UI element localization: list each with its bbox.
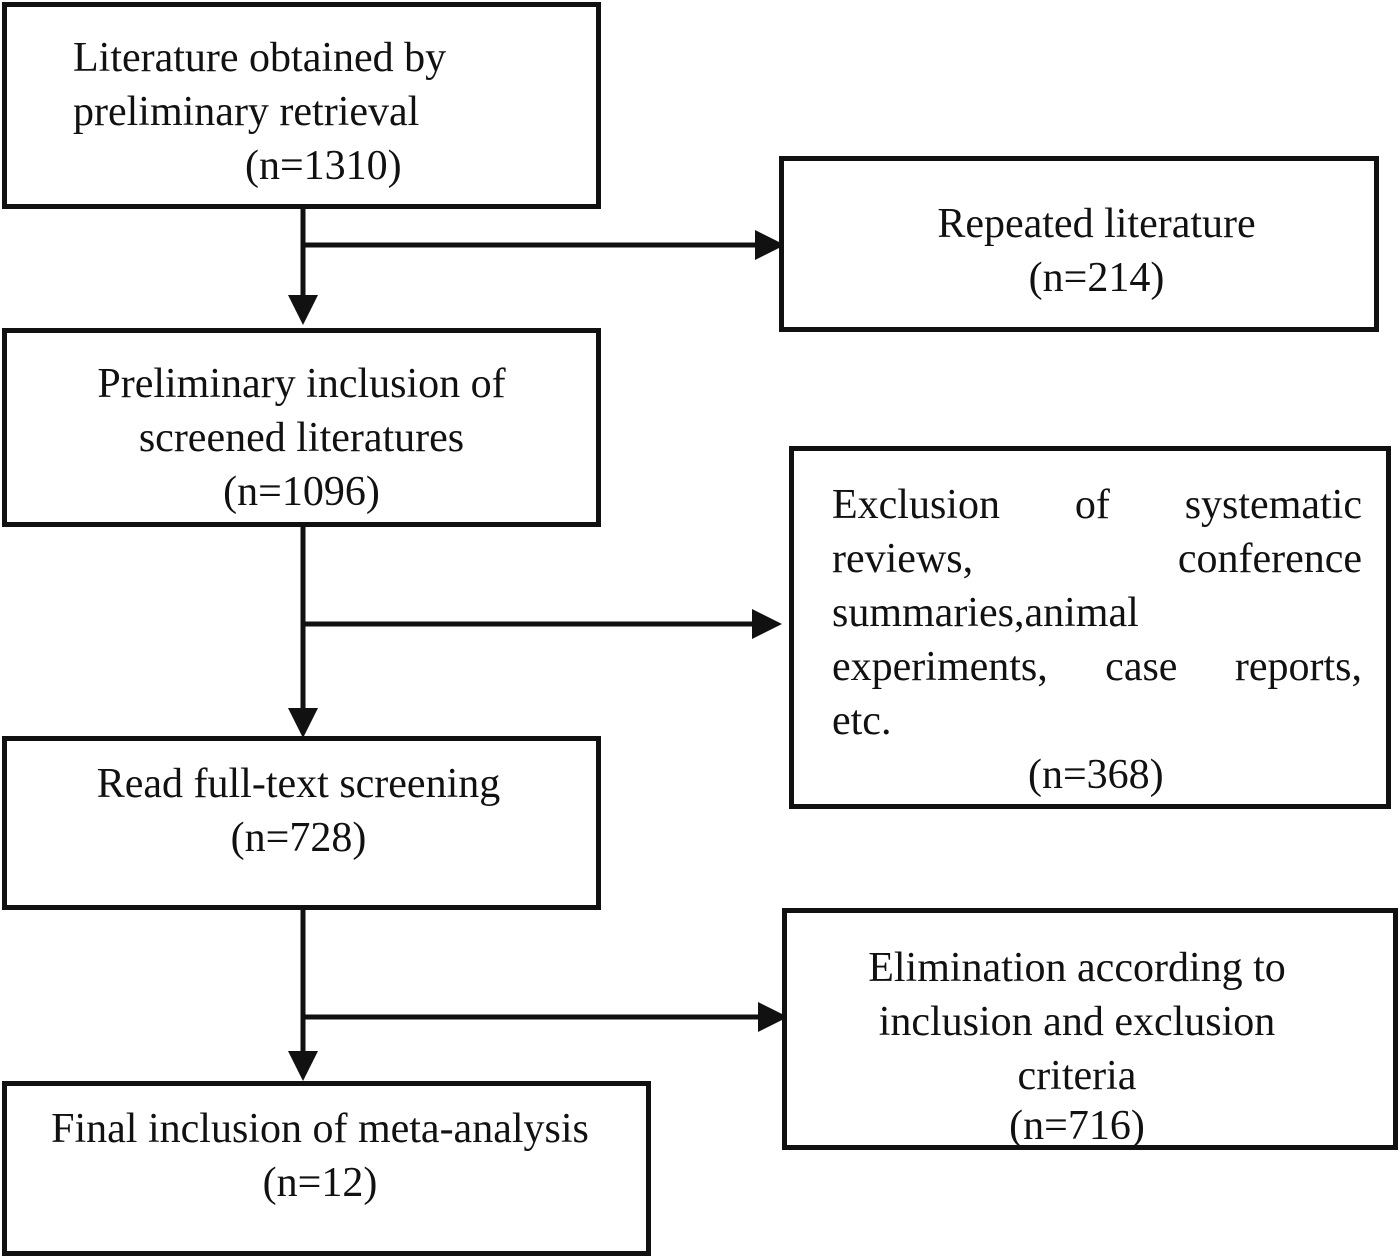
preliminary-inclusion-label-line-2: screened literatures	[138, 415, 465, 461]
criteria-count: (n=716)	[1009, 1103, 1145, 1149]
systematic-reviews-box: Exclusion of systematic reviews, confere…	[789, 446, 1391, 809]
retrieval-count: (n=1310)	[245, 143, 402, 189]
retrieval-label-line-1: Literature obtained by	[73, 35, 447, 81]
retrieval-box: Literature obtained by preliminary retri…	[2, 2, 601, 209]
systematic-reviews-label-line-4: experiments, case reports,	[832, 644, 1362, 690]
systematic-reviews-label-line-1: Exclusion of systematic	[832, 482, 1362, 528]
repeated-box: Repeated literature (n=214)	[779, 156, 1379, 332]
preliminary-inclusion-label-line-1: Preliminary inclusion of	[97, 361, 506, 407]
criteria-label-line-3: criteria	[1017, 1053, 1137, 1099]
retrieval-label-line-2: preliminary retrieval	[73, 89, 420, 135]
repeated-count: (n=214)	[1028, 255, 1165, 301]
full-text-label: Read full-text screening	[96, 761, 501, 807]
full-text-count: (n=728)	[230, 815, 367, 861]
systematic-reviews-label-line-5: etc.	[832, 698, 892, 744]
full-text-box: Read full-text screening (n=728)	[2, 736, 601, 910]
final-count: (n=12)	[262, 1160, 378, 1206]
criteria-label-line-2: inclusion and exclusion	[878, 999, 1276, 1045]
preliminary-inclusion-count: (n=1096)	[223, 469, 380, 515]
criteria-box: Elimination according to inclusion and e…	[782, 908, 1398, 1150]
systematic-reviews-label-line-2: reviews, conference	[832, 536, 1362, 582]
final-box: Final inclusion of meta-analysis (n=12)	[2, 1081, 651, 1256]
criteria-label-line-1: Elimination according to	[868, 945, 1286, 991]
systematic-reviews-label-line-3: summaries,animal	[832, 590, 1139, 636]
repeated-label: Repeated literature	[937, 201, 1256, 247]
final-label: Final inclusion of meta-analysis	[51, 1106, 589, 1152]
systematic-reviews-count: (n=368)	[1028, 752, 1164, 798]
preliminary-inclusion-box: Preliminary inclusion of screened litera…	[2, 328, 601, 527]
